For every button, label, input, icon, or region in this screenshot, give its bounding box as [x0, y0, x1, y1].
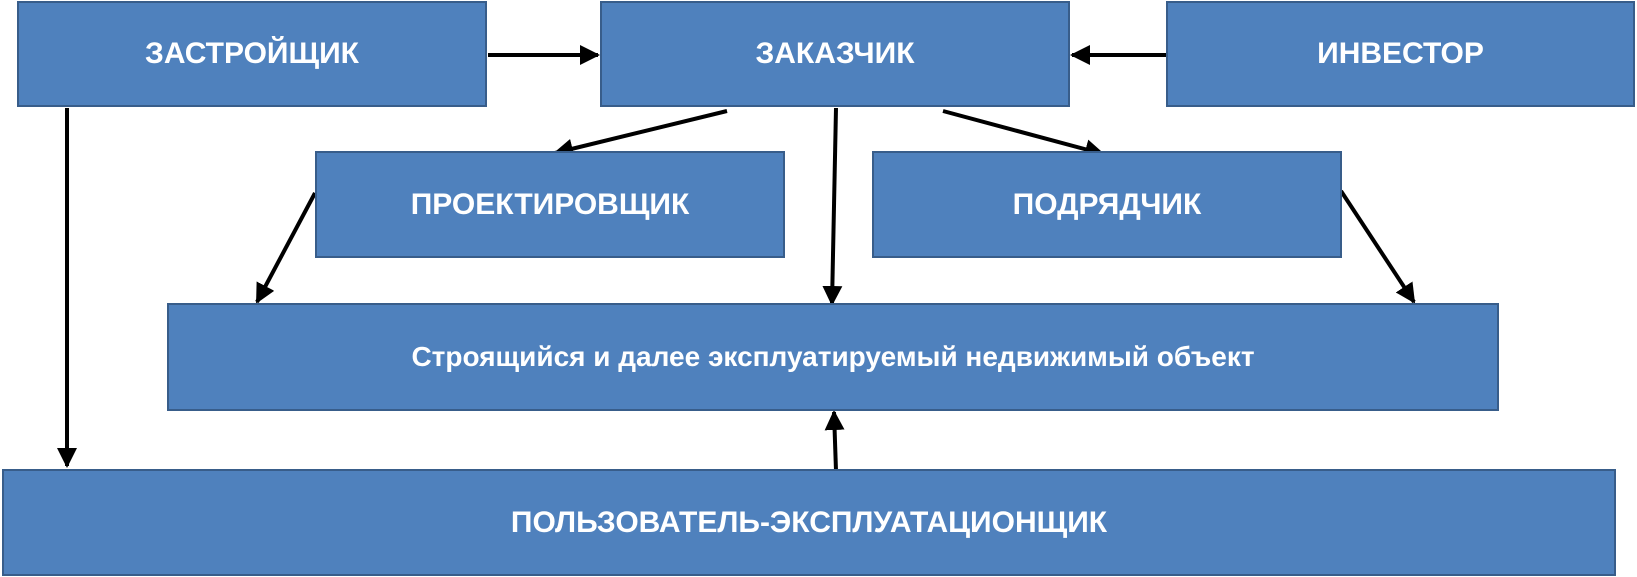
- node-operator: ПОЛЬЗОВАТЕЛЬ-ЭКСПЛУАТАЦИОНЩИК: [2, 469, 1616, 576]
- node-property: Строящийся и далее эксплуатируемый недви…: [167, 303, 1499, 411]
- node-contractor-label: ПОДРЯДЧИК: [1012, 187, 1202, 221]
- node-investor: ИНВЕСТОР: [1166, 1, 1635, 107]
- arrow-contractor-to-property: [1339, 189, 1416, 304]
- node-customer: ЗАКАЗЧИК: [600, 1, 1070, 107]
- node-property-label: Строящийся и далее эксплуатируемый недви…: [411, 341, 1255, 372]
- arrow-customer-to-contractor: [942, 109, 1105, 159]
- node-operator-label: ПОЛЬЗОВАТЕЛЬ-ЭКСПЛУАТАЦИОНЩИК: [510, 505, 1108, 539]
- node-designer-label: ПРОЕКТИРОВЩИК: [410, 187, 690, 221]
- arrow-operator-to-property: [824, 410, 845, 472]
- arrow-designer-to-property: [255, 192, 317, 304]
- node-investor-label: ИНВЕСТОР: [1317, 37, 1484, 70]
- node-developer: ЗАСТРОЙЩИК: [17, 1, 487, 107]
- node-designer: ПРОЕКТИРОВЩИК: [315, 151, 785, 258]
- node-contractor: ПОДРЯДЧИК: [872, 151, 1342, 258]
- arrow-customer-to-designer: [553, 109, 728, 159]
- node-customer-label: ЗАКАЗЧИК: [755, 37, 915, 70]
- node-developer-label: ЗАСТРОЙЩИК: [145, 37, 359, 70]
- arrow-customer-to-property: [822, 107, 843, 306]
